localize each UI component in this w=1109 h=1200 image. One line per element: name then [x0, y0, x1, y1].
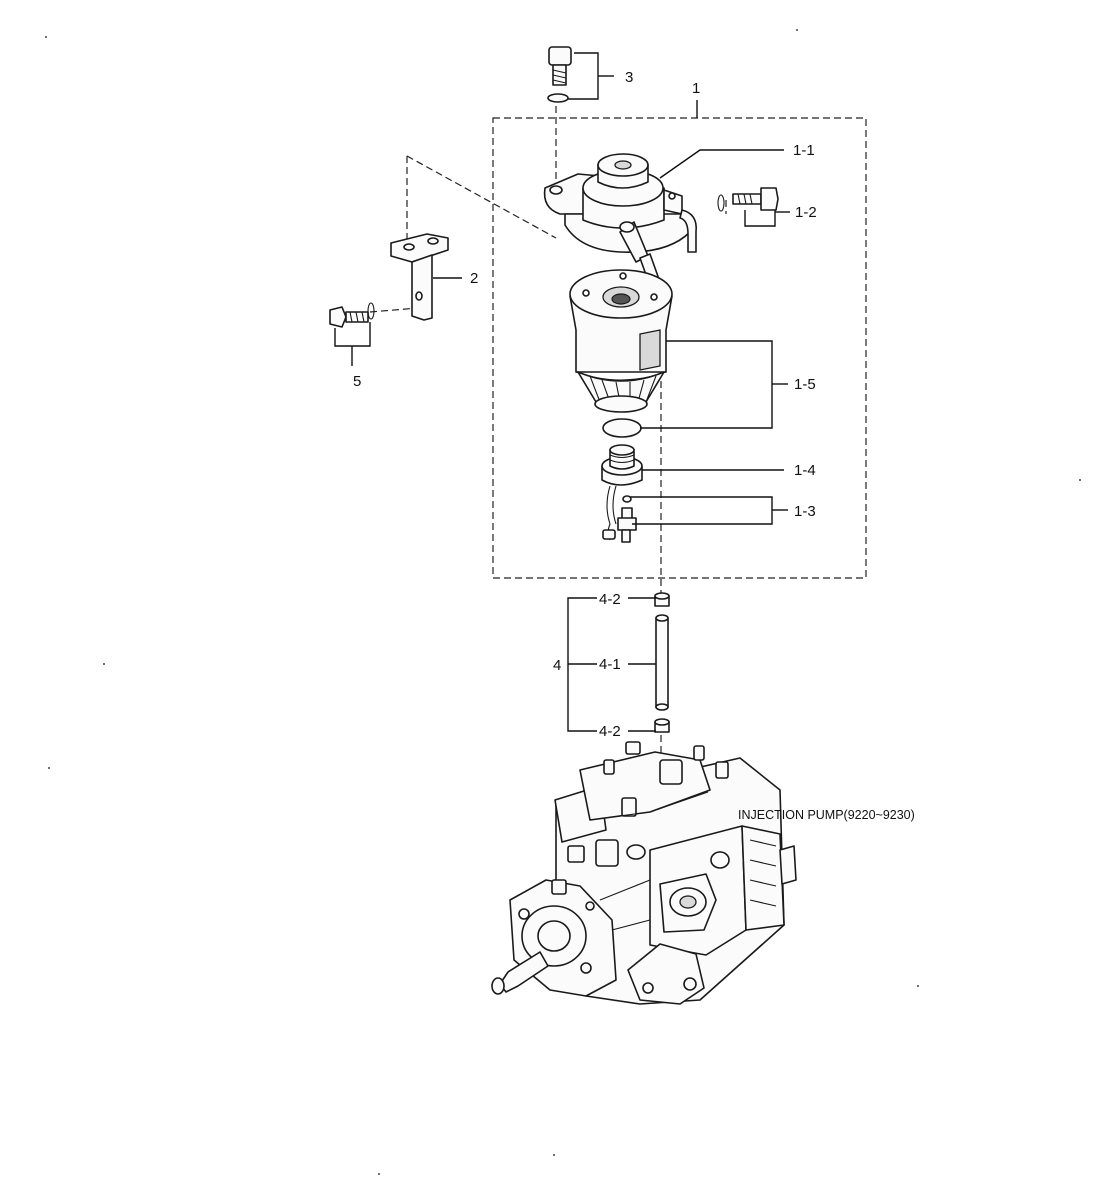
injection-pump: [491, 741, 797, 1005]
hose-clip-top-4-2: [654, 592, 670, 607]
screw-1-2: [717, 187, 779, 212]
o-ring: [602, 418, 642, 438]
hose-clip-bottom-4-2: [654, 718, 670, 733]
callout-2: 2: [470, 270, 478, 287]
callout-4-2-top: 4-2: [599, 591, 621, 608]
filter-cartridge-1-5: [569, 269, 673, 413]
fuel-hose-4-1: [655, 614, 669, 711]
filter-head-1-1: [543, 153, 698, 287]
drain-plug-1-4: [601, 444, 643, 486]
callout-4-1: 4-1: [599, 656, 621, 673]
assembly-1-boundary: [492, 117, 867, 579]
bolt-washer-3: [547, 46, 572, 103]
callout-5: 5: [353, 373, 361, 390]
callout-4-2-bottom: 4-2: [599, 723, 621, 740]
callout-3: 3: [625, 69, 633, 86]
scan-specks: [45, 29, 1081, 1175]
leader-lines: [334, 52, 790, 732]
injection-pump-note: INJECTION PUMP(9220~9230): [738, 808, 915, 822]
callout-1: 1: [692, 80, 700, 97]
callout-1-5: 1-5: [794, 376, 816, 393]
bracket-2: [390, 233, 449, 321]
callout-1-2: 1-2: [795, 204, 817, 221]
callout-1-4: 1-4: [794, 462, 816, 479]
bolt-washer-5: [329, 302, 375, 328]
water-sensor-parts-1-3: [602, 485, 637, 543]
callout-1-1: 1-1: [793, 142, 815, 159]
callout-1-3: 1-3: [794, 503, 816, 520]
callout-4: 4: [553, 657, 561, 674]
